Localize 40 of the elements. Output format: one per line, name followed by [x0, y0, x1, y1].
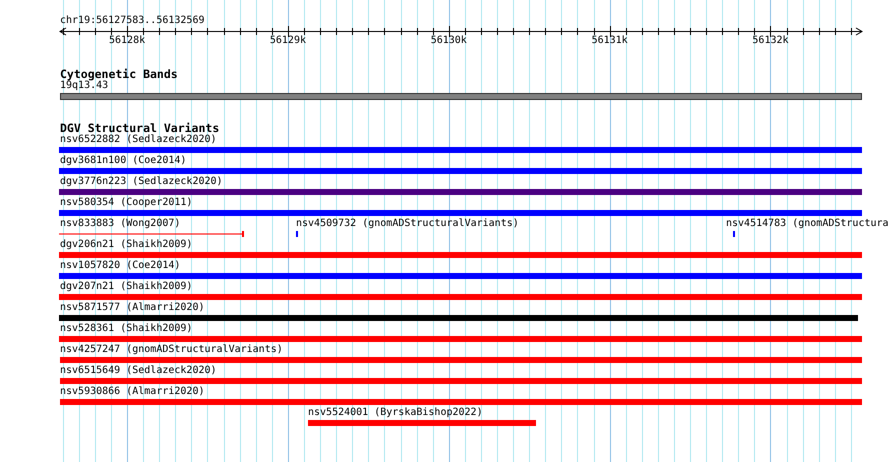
tick-label: 56132k — [752, 35, 789, 47]
variant-label: nsv580354 (Cooper2011) — [60, 197, 192, 209]
variant-bar — [59, 315, 858, 321]
variant-label: nsv5930866 (Almarri2020) — [60, 386, 204, 398]
tick-label: 56130k — [430, 35, 467, 47]
variant-label: nsv4509732 (gnomADStructuralVariants) — [296, 218, 519, 230]
variant-label: dgv207n21 (Shaikh2009) — [60, 281, 192, 293]
variant-label: nsv4514783 (gnomADStructura — [726, 218, 889, 230]
variant-label: nsv5871577 (Almarri2020) — [60, 302, 204, 314]
variant-bar — [60, 357, 862, 363]
variant-bar — [59, 210, 862, 216]
variant-label: nsv5524001 (ByrskaBishop2022) — [308, 407, 483, 419]
tick-label: 56128k — [109, 35, 146, 47]
variant-bar — [59, 336, 862, 342]
variant-bar — [60, 378, 862, 384]
variant-bar — [59, 294, 862, 300]
variant-bar — [60, 399, 862, 405]
variant-line — [59, 231, 245, 237]
band-label: 19q13.43 — [60, 80, 108, 92]
track-title: Cytogenetic Bands — [60, 67, 178, 81]
variant-bar — [59, 147, 862, 153]
variant-label: dgv3681n100 (Coe2014) — [60, 155, 186, 167]
variant-bar — [59, 252, 862, 258]
locus-label: chr19:56127583..56132569 — [60, 15, 204, 27]
variant-label: dgv206n21 (Shaikh2009) — [60, 239, 192, 251]
variant-label: nsv1057820 (Coe2014) — [60, 260, 180, 272]
variant-label: nsv6522882 (Sedlazeck2020) — [60, 134, 217, 146]
variant-label: nsv4257247 (gnomADStructuralVariants) — [60, 344, 283, 356]
tick-label: 56129k — [270, 35, 306, 47]
variant-bar — [308, 420, 536, 426]
variant-bar — [59, 273, 862, 279]
variant-label: dgv3776n223 (Sedlazeck2020) — [60, 176, 223, 188]
variant-bar — [59, 189, 862, 195]
variant-label: nsv833883 (Wong2007) — [60, 218, 180, 230]
cytoband-bar — [60, 93, 862, 100]
variant-bar — [59, 168, 862, 174]
variant-label: nsv528361 (Shaikh2009) — [60, 323, 192, 335]
tick-label: 56131k — [592, 35, 628, 47]
track-title: DGV Structural Variants — [60, 121, 220, 135]
variant-label: nsv6515649 (Sedlazeck2020) — [60, 365, 217, 377]
